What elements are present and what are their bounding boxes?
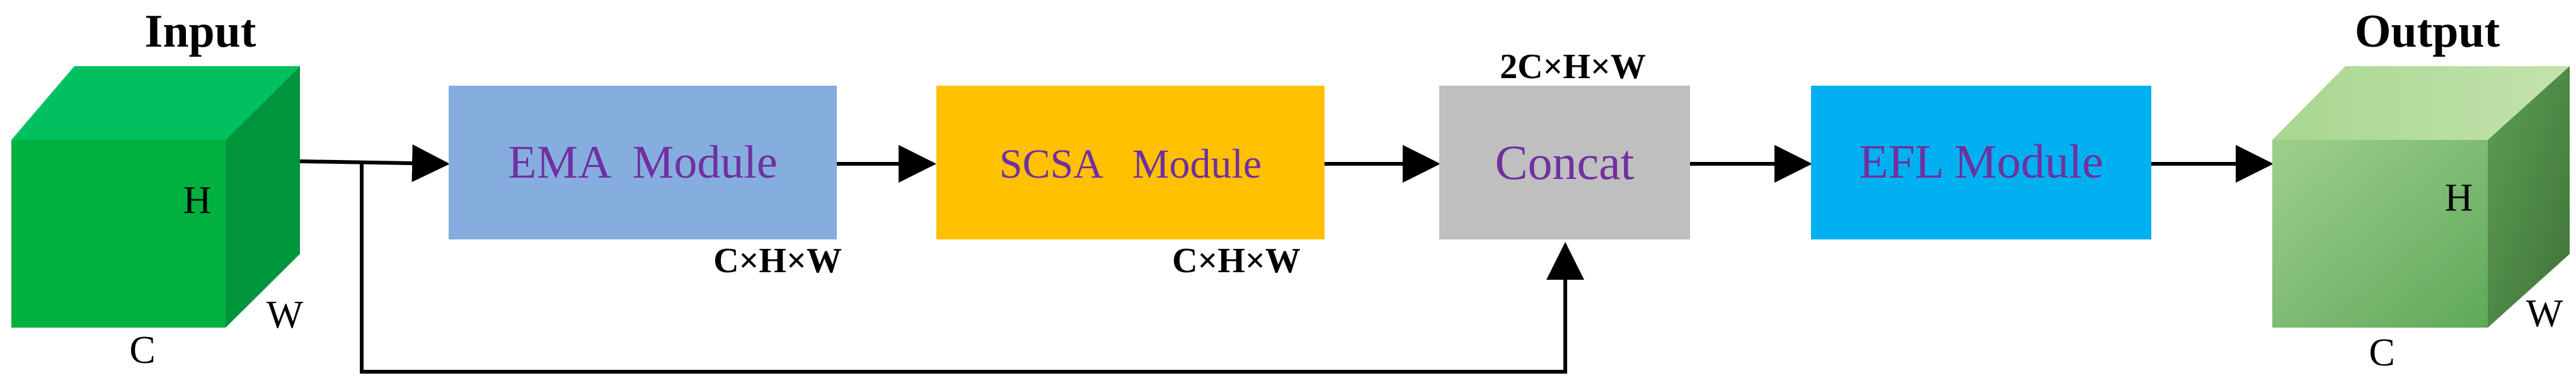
input-cube-side (226, 66, 300, 328)
scsa-module: SCSA Module (936, 86, 1325, 239)
ema-module: EMA Module (449, 86, 837, 239)
input-dim-h: H (183, 179, 212, 222)
efl-module-box (1811, 86, 2151, 239)
input-cube-top (11, 66, 300, 140)
output-cube-side (2488, 66, 2570, 328)
arrow-input-to-ema (299, 144, 450, 183)
scsa-output-shape: C×H×W (1172, 241, 1301, 280)
connectors (299, 144, 2274, 374)
input-title: Input (145, 6, 256, 57)
scsa-module-box (936, 86, 1325, 239)
output-dim-c: C (2369, 331, 2395, 374)
ema-module-box (449, 86, 837, 239)
input-cube (11, 66, 300, 328)
ema-module-label: EMA Module (508, 137, 778, 188)
efl-module: EFL Module (1811, 86, 2151, 239)
concat-output-shape: 2C×H×W (1500, 47, 1646, 86)
output-title: Output (2355, 6, 2500, 57)
input-dim-c: C (129, 329, 155, 372)
input-cube-front (11, 140, 226, 328)
concat-module-label: Concat (1495, 135, 1635, 190)
concat-module-box (1439, 86, 1690, 239)
output-cube (2272, 66, 2570, 328)
output-dim-w: W (2526, 292, 2563, 335)
output-cube-front (2272, 140, 2488, 328)
output-dim-h: H (2445, 176, 2473, 219)
skip-connection (360, 161, 1584, 374)
scsa-module-label: SCSA Module (999, 141, 1262, 187)
concat-module: Concat (1439, 86, 1690, 239)
ema-output-shape: C×H×W (713, 241, 842, 280)
output-cube-top (2272, 66, 2570, 140)
input-dim-w: W (267, 294, 304, 336)
efl-module-label: EFL Module (1859, 135, 2103, 188)
